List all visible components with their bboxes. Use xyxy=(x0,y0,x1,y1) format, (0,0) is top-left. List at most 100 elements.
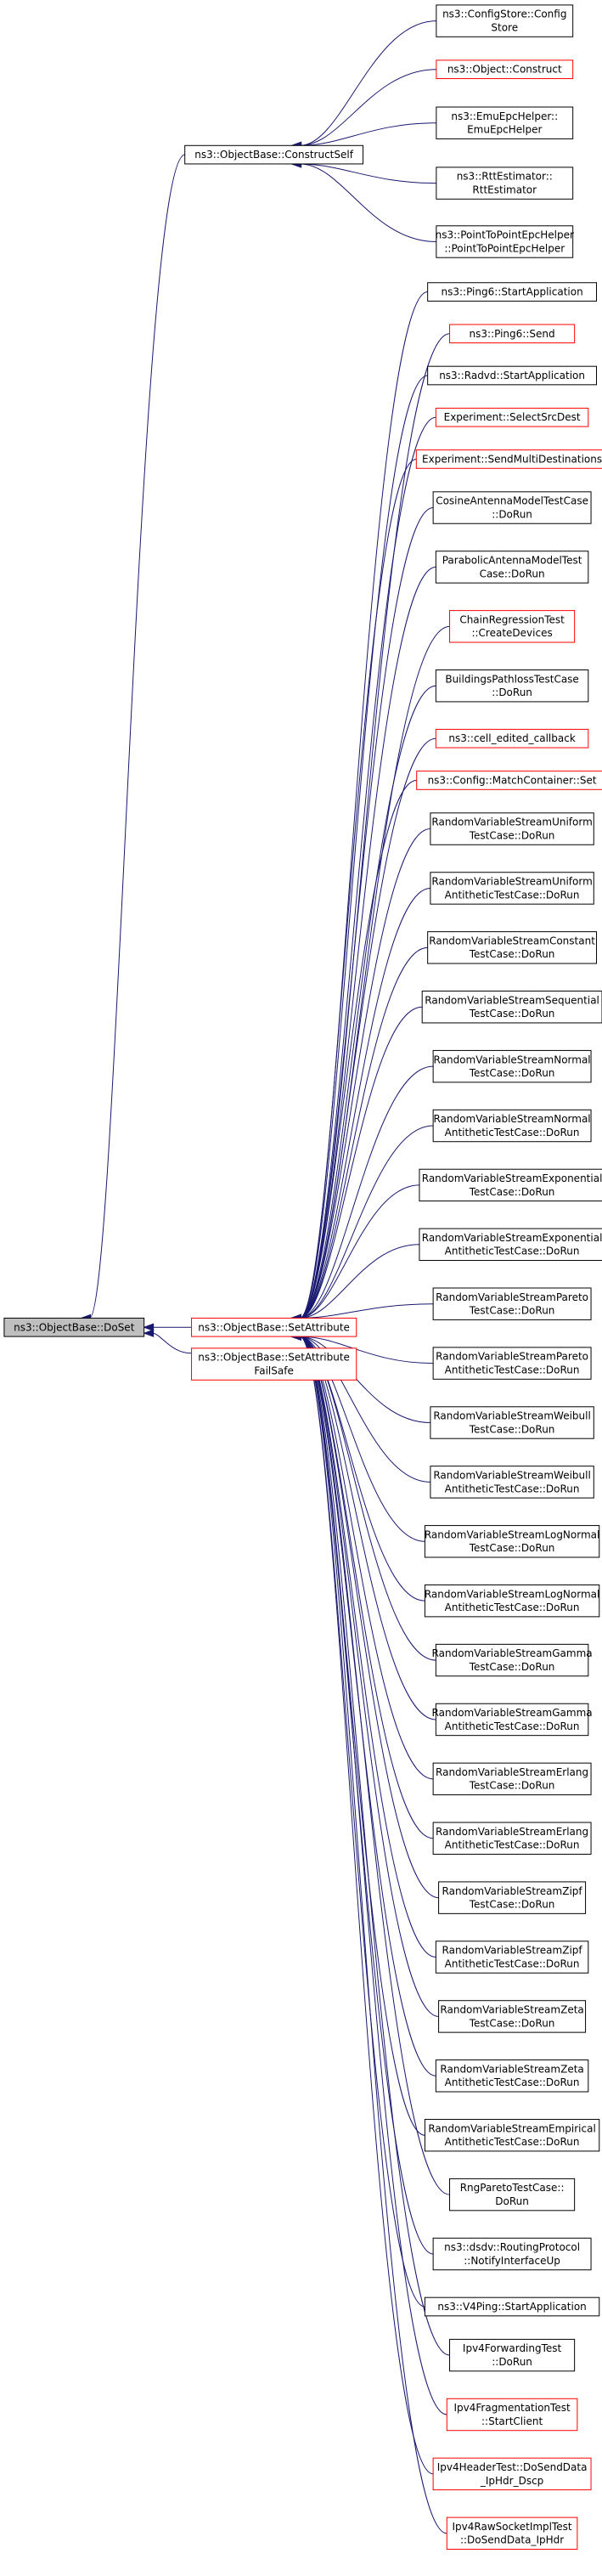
node-sa-caller-randomvariablestreamconstant-testcase-dorun[interactable]: RandomVariableStreamConstantTestCase::Do… xyxy=(427,931,598,964)
node-sa-caller-randomvariablestreamlognormal-antithetictestcase-dorun-label: RandomVariableStreamLogNormal xyxy=(425,1588,600,1600)
node-sa-caller-ipv4fragmentationtest-startclient[interactable]: Ipv4FragmentationTest::StartClient xyxy=(446,2398,578,2432)
node-cs-caller-ns3-configstore-config-store-box xyxy=(436,4,574,37)
node-sa-caller-ipv4forwardingtest-dorun[interactable]: Ipv4ForwardingTest::DoRun xyxy=(449,2338,576,2372)
node-sa-caller-randomvariablestreamzeta-antithetictestcase-dorun[interactable]: RandomVariableStreamZetaAntitheticTestCa… xyxy=(435,2059,589,2093)
node-sa-caller-ns3-cell-edited-callback-box xyxy=(435,728,589,749)
node-sa-caller-randomvariablestreamexponential-testcase-dorun-label: TestCase::DoRun xyxy=(469,1186,555,1198)
node-sa-caller-buildingspathlosstestcase-dorun[interactable]: BuildingsPathlossTestCase::DoRun xyxy=(435,669,589,703)
node-sa-caller-cosineantennamodeltestcase-dorun[interactable]: CosineAntennaModelTestCase::DoRun xyxy=(432,491,592,524)
node-cs-caller-ns3-object-construct[interactable]: ns3::Object::Construct xyxy=(436,59,574,80)
node-sa-caller-randomvariablestreamexponential-testcase-dorun-box xyxy=(419,1168,602,1202)
node-setattribute[interactable]: ns3::ObjectBase::SetAttribute xyxy=(191,1317,357,1337)
edge-cs-caller-1 xyxy=(290,69,436,150)
node-sa-caller-randomvariablestreampareto-testcase-dorun-label: TestCase::DoRun xyxy=(469,1305,555,1317)
node-sa-caller-ns3-dsdv-routingprotocol-notifyinterfaceup-box xyxy=(432,2237,592,2271)
node-sa-caller-experiment-sendmultidestinations-label: Experiment::SendMultiDestinations xyxy=(422,453,602,465)
node-sa-caller-randomvariablestreamuniform-antithetictestcase-dorun[interactable]: RandomVariableStreamUniformAntitheticTes… xyxy=(430,872,594,905)
node-sa-caller-ns3-v4ping-startapplication[interactable]: ns3::V4Ping::StartApplication xyxy=(424,2296,600,2317)
node-sa-caller-randomvariablestreamnormal-antithetictestcase-dorun[interactable]: RandomVariableStreamNormalAntitheticTest… xyxy=(432,1109,592,1143)
node-cs-caller-ns3-rttestimator-rttestimator-label: RttEstimator xyxy=(472,184,537,195)
edge-sa-caller-11 xyxy=(290,828,430,1323)
node-sa-caller-randomvariablestreampareto-antithetictestcase-dorun[interactable]: RandomVariableStreamParetoAntitheticTest… xyxy=(432,1347,592,1380)
node-sa-caller-randomvariablestreamuniform-testcase-dorun-box xyxy=(430,812,594,845)
node-cs-caller-ns3-emuepchelper-emuepchelper-box xyxy=(436,106,574,139)
node-root-doset[interactable]: ns3::ObjectBase::DoSet xyxy=(3,1317,145,1337)
node-sa-caller-randomvariablestreamexponential-testcase-dorun-label: RandomVariableStreamExponential xyxy=(422,1172,602,1184)
node-sa-caller-ns3-radvd-startapplication[interactable]: ns3::Radvd::StartApplication xyxy=(427,365,598,386)
node-sa-caller-randomvariablestreamuniform-testcase-dorun[interactable]: RandomVariableStreamUniformTestCase::DoR… xyxy=(430,812,594,845)
node-sa-caller-randomvariablestreamweibull-antithetictestcase-dorun[interactable]: RandomVariableStreamWeibullAntitheticTes… xyxy=(430,1466,594,1499)
node-sa-caller-ns3-config-matchcontainer-set[interactable]: ns3::Config::MatchContainer::Set xyxy=(416,771,602,790)
node-sa-caller-ns3-ping6-startapplication-label: ns3::Ping6::StartApplication xyxy=(441,286,582,298)
node-sa-caller-ipv4forwardingtest-dorun-box xyxy=(449,2338,576,2372)
node-sa-caller-randomvariablestreamempirical-antithetictestcase-dorun[interactable]: RandomVariableStreamEmpiricalAntitheticT… xyxy=(424,2119,600,2152)
node-cs-caller-ns3-pointtopointepchelper-pointtopointepchelper-label: ns3::PointToPointEpcHelper xyxy=(436,229,574,241)
node-cs-caller-ns3-emuepchelper-emuepchelper-label: EmuEpcHelper xyxy=(467,124,542,136)
node-sa-caller-randomvariablestreamerlang-antithetictestcase-dorun[interactable]: RandomVariableStreamErlangAntitheticTest… xyxy=(432,1822,592,1855)
node-cs-caller-ns3-rttestimator-rttestimator[interactable]: ns3::RttEstimator::RttEstimator xyxy=(436,167,574,200)
node-sa-caller-randomvariablestreamuniform-testcase-dorun-label: RandomVariableStreamUniform xyxy=(431,816,592,828)
node-sa-caller-randomvariablestreamgamma-testcase-dorun-label: TestCase::DoRun xyxy=(469,1661,555,1673)
node-sa-caller-randomvariablestreamsequential-testcase-dorun[interactable]: RandomVariableStreamSequentialTestCase::… xyxy=(421,991,602,1024)
node-sa-caller-ipv4headertest-dosenddata-iphdr-dscp[interactable]: Ipv4HeaderTest::DoSendData_IpHdr_Dscp xyxy=(432,2457,592,2491)
node-sa-caller-randomvariablestreamzipf-antithetictestcase-dorun[interactable]: RandomVariableStreamZipfAntitheticTestCa… xyxy=(435,1940,589,1974)
edge-sa-caller-26 xyxy=(290,1332,436,1720)
node-sa-caller-ipv4forwardingtest-dorun-label: ::DoRun xyxy=(492,2356,532,2368)
node-cs-caller-ns3-configstore-config-store[interactable]: ns3::ConfigStore::ConfigStore xyxy=(436,4,574,37)
node-sa-caller-rngparetotestcase-dorun[interactable]: RngParetoTestCase::DoRun xyxy=(449,2178,576,2212)
node-sa-caller-ns3-cell-edited-callback[interactable]: ns3::cell_edited_callback xyxy=(435,728,589,749)
node-sa-caller-randomvariablestreamsequential-testcase-dorun-label: TestCase::DoRun xyxy=(469,1008,555,1020)
node-sa-caller-randomvariablestreamempirical-antithetictestcase-dorun-label: AntitheticTestCase::DoRun xyxy=(445,2136,580,2148)
node-cs-caller-ns3-emuepchelper-emuepchelper[interactable]: ns3::EmuEpcHelper::EmuEpcHelper xyxy=(436,106,574,139)
node-sa-caller-ns3-ping6-send[interactable]: ns3::Ping6::Send xyxy=(449,324,576,344)
node-sa-caller-randomvariablestreamgamma-antithetictestcase-dorun[interactable]: RandomVariableStreamGammaAntitheticTestC… xyxy=(432,1703,593,1737)
node-sa-caller-randomvariablestreamconstant-testcase-dorun-label: RandomVariableStreamConstant xyxy=(429,935,595,946)
node-sa-caller-randomvariablestreamexponential-testcase-dorun[interactable]: RandomVariableStreamExponentialTestCase:… xyxy=(419,1168,602,1202)
node-sa-caller-ns3-cell-edited-callback-label: ns3::cell_edited_callback xyxy=(448,732,575,744)
node-sa-caller-ipv4forwardingtest-dorun-label: Ipv4ForwardingTest xyxy=(463,2342,562,2354)
node-sa-caller-experiment-sendmultidestinations[interactable]: Experiment::SendMultiDestinations xyxy=(415,449,602,469)
node-sa-caller-randomvariablestreamlognormal-antithetictestcase-dorun[interactable]: RandomVariableStreamLogNormalAntitheticT… xyxy=(425,1584,600,1618)
node-sa-caller-randomvariablestreamweibull-antithetictestcase-dorun-label: RandomVariableStreamWeibull xyxy=(433,1470,590,1482)
node-sa-caller-ns3-dsdv-routingprotocol-notifyinterfaceup-label: ns3::dsdv::RoutingProtocol xyxy=(444,2241,580,2253)
node-root-doset-label: ns3::ObjectBase::DoSet xyxy=(14,1321,135,1333)
node-sa-caller-randomvariablestreamexponential-antithetictestcase-dorun[interactable]: RandomVariableStreamExponentialAntitheti… xyxy=(419,1228,602,1262)
node-sa-caller-experiment-selectsrcdest[interactable]: Experiment::SelectSrcDest xyxy=(435,407,589,427)
node-sa-caller-randomvariablestreamzeta-testcase-dorun-box xyxy=(438,2000,587,2033)
node-sa-caller-buildingspathlosstestcase-dorun-box xyxy=(435,669,589,703)
node-cs-caller-ns3-emuepchelper-emuepchelper-label: ns3::EmuEpcHelper:: xyxy=(451,110,558,122)
node-sa-caller-randomvariablestreamuniform-antithetictestcase-dorun-label: RandomVariableStreamUniform xyxy=(431,876,592,888)
node-sa-caller-randomvariablestreamlognormal-testcase-dorun[interactable]: RandomVariableStreamLogNormalTestCase::D… xyxy=(425,1525,600,1558)
edge-sa-caller-12 xyxy=(290,887,430,1323)
node-setattributefailsafe-label: ns3::ObjectBase::SetAttribute xyxy=(198,1352,350,1364)
node-sa-caller-randomvariablestreamerlang-testcase-dorun[interactable]: RandomVariableStreamErlangTestCase::DoRu… xyxy=(432,1762,592,1796)
edges-layer xyxy=(80,20,450,2534)
edge-sa-caller-34 xyxy=(290,1332,450,2195)
node-sa-caller-randomvariablestreamzeta-testcase-dorun-label: RandomVariableStreamZeta xyxy=(440,2004,583,2016)
node-sa-caller-parabolicantennamodeltest-case-dorun-label: ParabolicAntennaModelTest xyxy=(442,555,582,567)
node-sa-caller-randomvariablestreamweibull-testcase-dorun[interactable]: RandomVariableStreamWeibullTestCase::DoR… xyxy=(430,1406,594,1439)
node-sa-caller-randomvariablestreamnormal-testcase-dorun[interactable]: RandomVariableStreamNormalTestCase::DoRu… xyxy=(432,1049,592,1083)
node-sa-caller-randomvariablestreamgamma-antithetictestcase-dorun-label: RandomVariableStreamGamma xyxy=(432,1707,593,1719)
node-sa-caller-chainregressiontest-createdevices[interactable]: ChainRegressionTest::CreateDevices xyxy=(449,610,576,643)
edge-sa-caller-7 xyxy=(290,625,450,1323)
node-sa-caller-ipv4rawsocketimpltest-dosenddata-iphdr[interactable]: Ipv4RawSocketImplTest::DoSendData_IpHdr xyxy=(446,2517,578,2550)
edge-sa-caller-36 xyxy=(290,1332,425,2308)
node-sa-caller-ipv4headertest-dosenddata-iphdr-dscp-label: _IpHdr_Dscp xyxy=(480,2475,543,2487)
node-sa-caller-randomvariablestreamweibull-testcase-dorun-label: RandomVariableStreamWeibull xyxy=(433,1410,590,1422)
node-sa-caller-ipv4fragmentationtest-startclient-label: ::StartClient xyxy=(481,2415,543,2427)
node-sa-caller-ns3-dsdv-routingprotocol-notifyinterfaceup[interactable]: ns3::dsdv::RoutingProtocol::NotifyInterf… xyxy=(432,2237,592,2271)
node-sa-caller-randomvariablestreamerlang-antithetictestcase-dorun-label: AntitheticTestCase::DoRun xyxy=(445,1839,580,1851)
node-sa-caller-randomvariablestreampareto-testcase-dorun[interactable]: RandomVariableStreamParetoTestCase::DoRu… xyxy=(432,1287,592,1320)
node-sa-caller-ns3-ping6-startapplication[interactable]: ns3::Ping6::StartApplication xyxy=(427,282,598,302)
node-cs-caller-ns3-pointtopointepchelper-pointtopointepchelper[interactable]: ns3::PointToPointEpcHelper::PointToPoint… xyxy=(436,225,574,258)
node-constructself[interactable]: ns3::ObjectBase::ConstructSelf xyxy=(184,144,364,165)
node-sa-caller-ipv4rawsocketimpltest-dosenddata-iphdr-label: ::DoSendData_IpHdr xyxy=(460,2534,564,2546)
node-sa-caller-ns3-v4ping-startapplication-label: ns3::V4Ping::StartApplication xyxy=(437,2301,586,2313)
edge-setattributefailsafe-to-doset xyxy=(143,1329,192,1354)
